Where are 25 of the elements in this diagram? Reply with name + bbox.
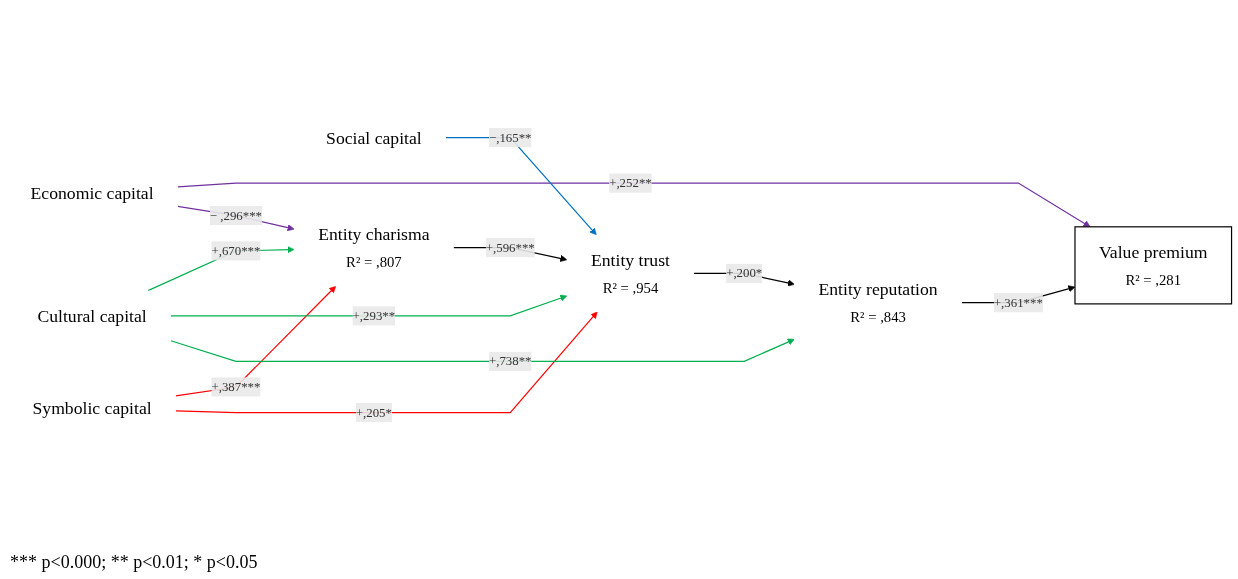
significance-note: *** p<0.000; ** p<0.01; * p<0.05 <box>10 552 258 573</box>
edge-label: +,738** <box>488 353 532 368</box>
node-text: Entity charisma R² = ,807 <box>318 223 430 270</box>
edge-label: +,387*** <box>211 379 261 393</box>
node-text: Symbolic capital <box>32 397 152 418</box>
arrow <box>177 205 295 231</box>
node-text: Economic capital <box>30 182 154 203</box>
edge-label: −,165** <box>488 130 532 144</box>
edge-label: +,200* <box>726 265 763 280</box>
node-text: Cultural capital <box>37 305 147 326</box>
arrow <box>170 338 795 362</box>
node-text: Social capital <box>326 127 422 148</box>
edge-label: +,596*** <box>485 239 535 254</box>
edge-label: +,252** <box>609 175 652 190</box>
edge-label: +,361*** <box>993 294 1043 309</box>
node-box: Value premium R² = ,281 <box>1074 225 1233 304</box>
edge-label: +,205* <box>355 404 392 419</box>
node-text: Entity reputation R² = ,843 <box>818 278 938 325</box>
arrow <box>175 311 598 413</box>
edge-label: − ,296*** <box>209 207 263 222</box>
arrow <box>170 294 568 317</box>
edge-label: +,293** <box>352 308 396 322</box>
node-text: Entity trust R² = ,954 <box>590 249 670 296</box>
arrow <box>177 182 1091 227</box>
edge-label: +,670*** <box>211 243 261 257</box>
